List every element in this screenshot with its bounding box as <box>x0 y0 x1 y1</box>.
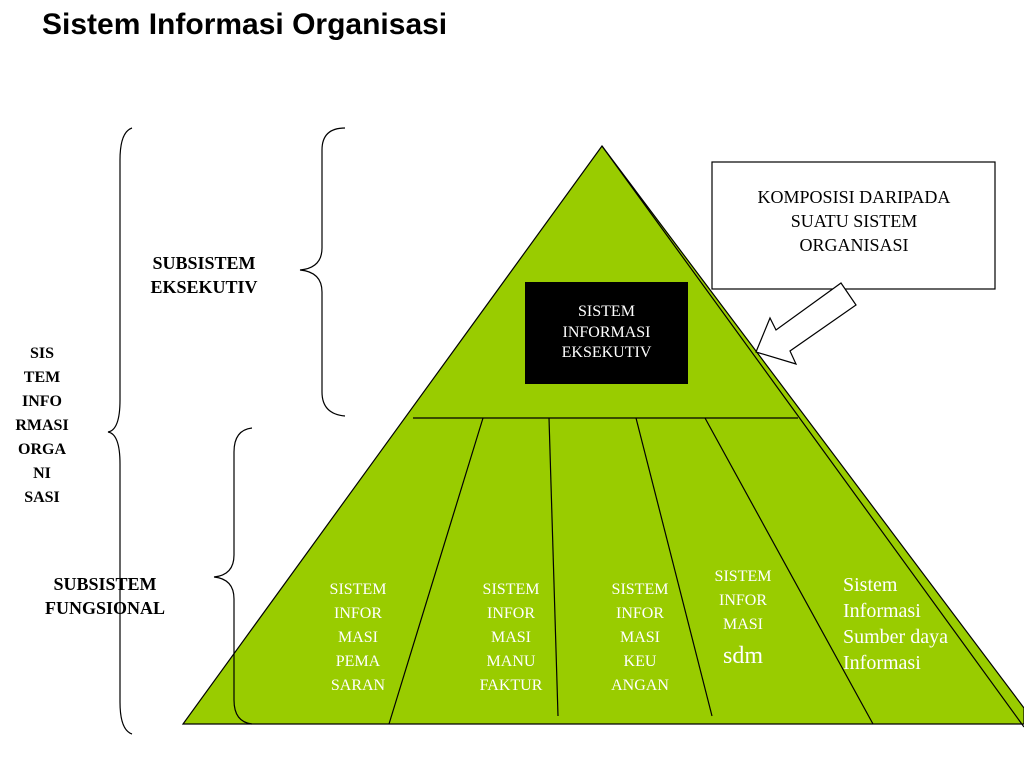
functional-divider-4 <box>704 417 874 725</box>
functional-divider-1 <box>388 417 484 725</box>
information-resources-system-label: Sistem Informasi Sumber daya Informasi <box>843 574 948 674</box>
pyramid-right-edge <box>601 145 1024 728</box>
functional-divider-3 <box>635 417 713 717</box>
hr-system-label: SISTEM INFOR MASI <box>714 568 772 633</box>
pyramid-shape <box>181 144 1024 725</box>
organization-label: SIS TEM INFO RMASI ORGA NI SASI <box>15 345 69 506</box>
hr-system-sdm-label: sdm <box>722 643 763 669</box>
finance-system-label: SISTEM INFOR MASI KEU ANGAN <box>611 581 669 694</box>
manufacturing-system-label: SISTEM INFOR MASI MANU FAKTUR <box>479 581 543 694</box>
callout-arrow-icon <box>755 282 857 365</box>
callout-box <box>711 161 996 290</box>
executive-subsystem-label: SUBSISTEM EKSEKUTIV <box>150 253 258 297</box>
executive-brace <box>299 127 346 417</box>
organization-brace <box>107 127 133 735</box>
executive-information-system-box: SISTEM INFORMASI EKSEKUTIV <box>525 282 688 384</box>
functional-brace <box>213 427 253 725</box>
functional-divider-2 <box>548 417 559 717</box>
slide-title: Sistem Informasi Organisasi <box>42 8 448 41</box>
callout-text: KOMPOSISI DARIPADA SUATU SISTEM ORGANISA… <box>757 187 951 255</box>
functional-subsystem-label: SUBSISTEM FUNGSIONAL <box>44 574 165 618</box>
marketing-system-label: SISTEM INFOR MASI PEMA SARAN <box>329 581 387 694</box>
